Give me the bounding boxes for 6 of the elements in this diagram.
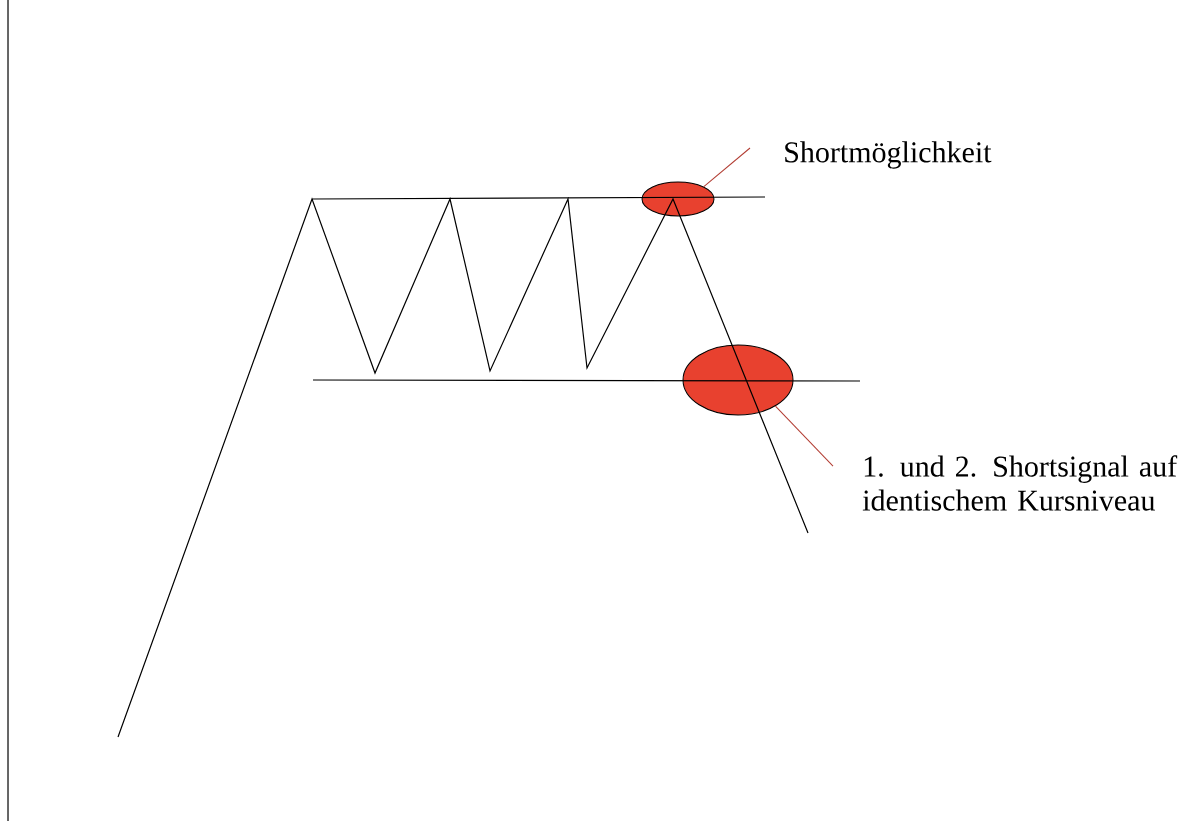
highlight-ellipse — [682, 344, 794, 416]
leader-line — [774, 405, 834, 467]
annotation-text: 1. und 2. Shortsignal auf identischem Kursniveau — [862, 455, 1178, 511]
annotation-text: Shortmöglichkeit — [785, 141, 992, 169]
highlight-ellipse — [641, 181, 715, 217]
leader-line — [703, 147, 751, 188]
